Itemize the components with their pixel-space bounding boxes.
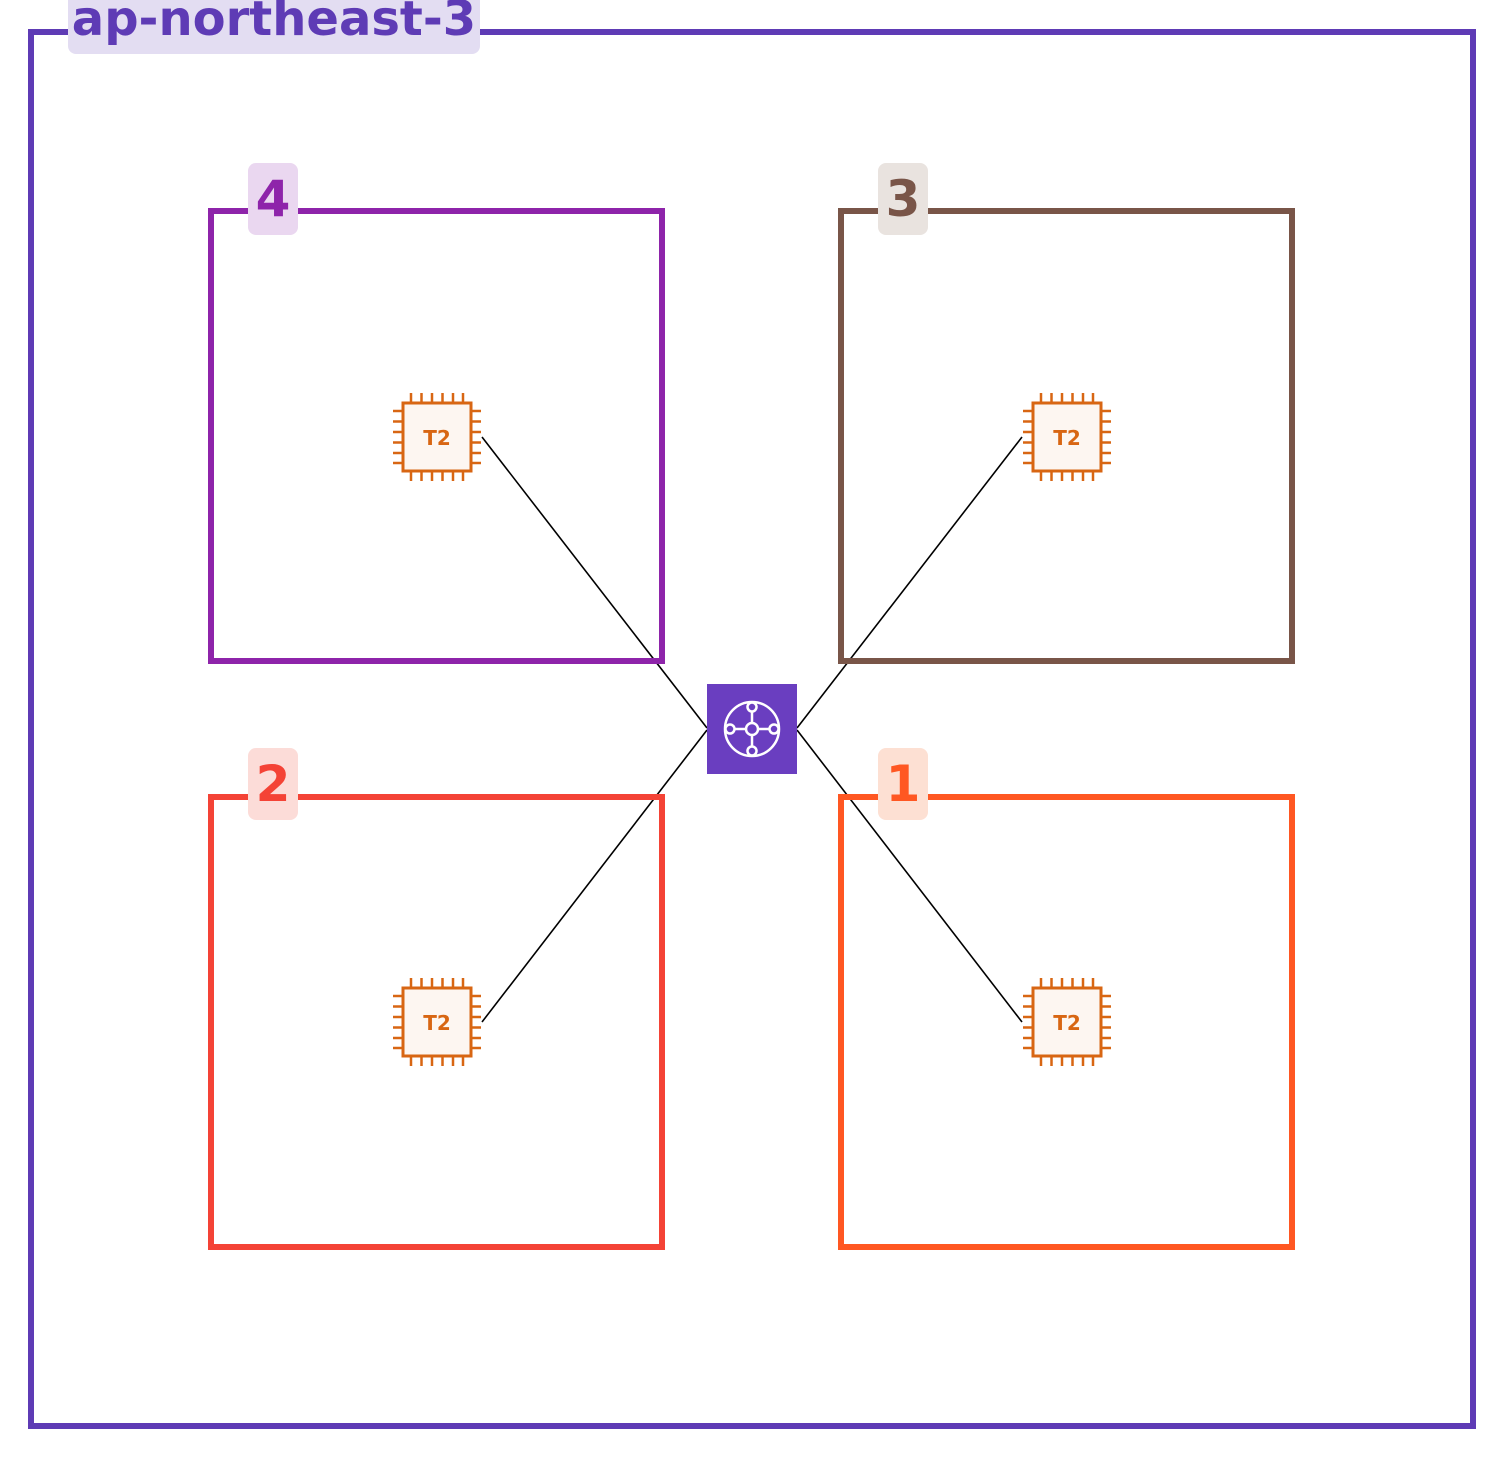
- instance-label: T2: [423, 1011, 451, 1035]
- zone-4: 4: [208, 163, 665, 664]
- connector-zone-1: [796, 729, 1023, 1023]
- instance-label: T2: [423, 426, 451, 450]
- chip-body: [1031, 986, 1103, 1058]
- hub-glyph: [723, 700, 781, 758]
- zone-3: 3: [838, 163, 1295, 664]
- ec2-instance-icon[interactable]: T2: [1023, 393, 1111, 481]
- zone-1-label: 1: [886, 755, 921, 813]
- zone-2-boundary: [208, 794, 665, 1250]
- zone-2-label: 2: [256, 755, 291, 813]
- zone-4-boundary: [208, 208, 665, 664]
- zone-4-label: 4: [256, 170, 291, 228]
- zone-1-label-background: [878, 748, 928, 820]
- zone-3-label-background: [878, 163, 928, 235]
- ec2-instance-icon[interactable]: T2: [393, 978, 481, 1066]
- chip-body: [401, 986, 473, 1058]
- region-label-background: [68, 0, 480, 54]
- transit-gateway-icon[interactable]: [707, 684, 797, 774]
- connector-zone-3: [796, 436, 1023, 729]
- zone-1: 1: [838, 748, 1295, 1250]
- connectors: [481, 436, 1023, 1023]
- zone-3-boundary: [838, 208, 1295, 664]
- chip-body: [401, 401, 473, 473]
- instance-label: T2: [1053, 1011, 1081, 1035]
- ec2-instance-icon[interactable]: T2: [393, 393, 481, 481]
- zone-2: 2: [208, 748, 665, 1250]
- instance-label: T2: [1053, 426, 1081, 450]
- connector-zone-2: [481, 729, 708, 1023]
- hub-background: [707, 684, 797, 774]
- chip-body: [1031, 401, 1103, 473]
- region-boundary: [28, 29, 1476, 1429]
- zone-3-label: 3: [886, 170, 921, 228]
- connector-zone-4: [481, 436, 708, 729]
- ec2-instance-icon[interactable]: T2: [1023, 978, 1111, 1066]
- zone-2-label-background: [248, 748, 298, 820]
- zone-1-boundary: [838, 794, 1295, 1250]
- region-label: ap-northeast-3: [72, 0, 476, 47]
- zone-4-label-background: [248, 163, 298, 235]
